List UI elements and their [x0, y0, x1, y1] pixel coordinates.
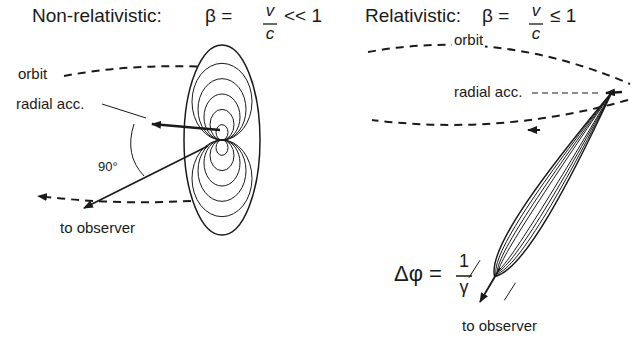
- orbit-line: [38, 196, 205, 202]
- formula-text: γ: [452, 278, 476, 298]
- axis-label: radial acc.: [16, 96, 84, 113]
- observer-arrow: [480, 268, 500, 302]
- panel-title: Non-relativistic:: [32, 6, 162, 27]
- leader-line: [532, 93, 598, 94]
- observer-arrow: [84, 146, 208, 208]
- dipole-pattern: [184, 45, 260, 235]
- formula-text: 1: [452, 252, 476, 272]
- orbit-label: orbit: [18, 66, 47, 83]
- angle-label: 90°: [98, 160, 118, 174]
- orbit-line: [368, 45, 630, 84]
- axis-label: to observer: [462, 318, 537, 335]
- axis-label: to observer: [60, 220, 135, 237]
- formula-text: c: [524, 25, 548, 44]
- formula-text: β =: [205, 6, 232, 27]
- formula-text: << 1: [284, 6, 322, 27]
- angle-arc: [131, 124, 144, 176]
- formula-text: β =: [482, 6, 509, 27]
- direction-arrow: [528, 129, 540, 131]
- formula-text: v: [258, 2, 282, 21]
- beam-pattern: [469, 92, 612, 300]
- orbit-label: orbit: [452, 32, 485, 49]
- acceleration-arrow: [152, 124, 220, 130]
- formula-text: v: [524, 2, 548, 21]
- panel-title: Relativistic:: [365, 6, 461, 27]
- axis-label: radial acc.: [452, 84, 524, 101]
- formula-text: Δφ =: [394, 262, 442, 286]
- formula-text: c: [258, 25, 282, 44]
- acceleration-arrow: [606, 92, 622, 93]
- formula-text: ≤ 1: [550, 6, 576, 27]
- leader-line: [102, 104, 146, 118]
